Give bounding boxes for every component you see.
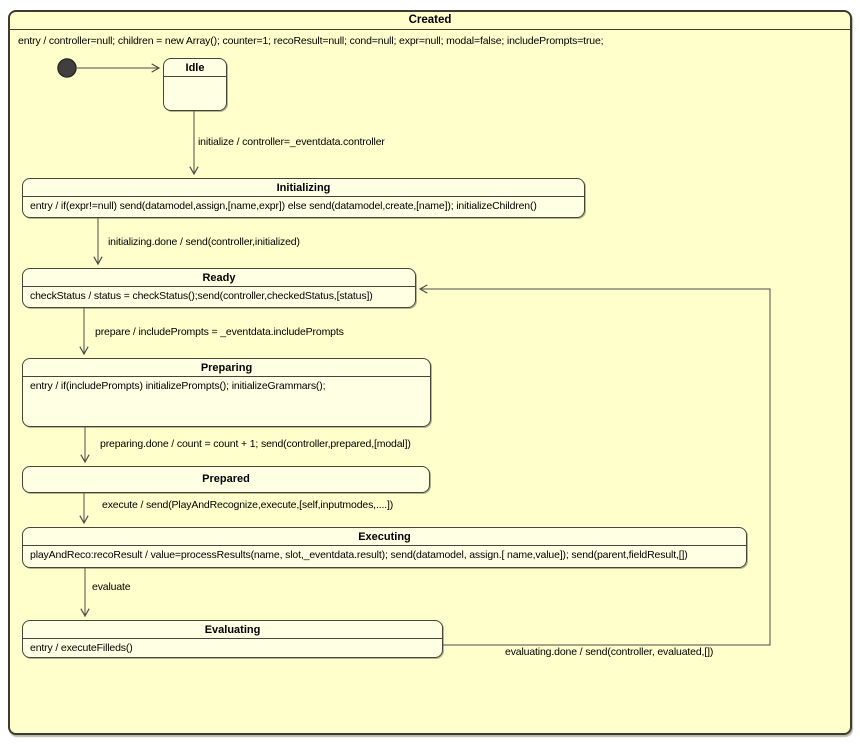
- state-preparing-body: entry / if(includePrompts) initializePro…: [30, 380, 326, 392]
- composite-state-entry-action: entry / controller=null; children = new …: [18, 35, 604, 47]
- transition-label-execute[interactable]: execute / send(PlayAndRecognize,execute,…: [102, 499, 394, 511]
- transition-label-preparing-done[interactable]: preparing.done / count = count + 1; send…: [100, 438, 411, 450]
- state-ready[interactable]: Ready checkStatus / status = checkStatus…: [22, 268, 416, 308]
- state-initializing[interactable]: Initializing entry / if(expr!=null) send…: [22, 178, 585, 218]
- transition-label-initializing-done[interactable]: initializing.done / send(controller,init…: [108, 236, 300, 248]
- state-idle[interactable]: Idle: [163, 58, 227, 111]
- state-evaluating[interactable]: Evaluating entry / executeFilleds(): [22, 620, 443, 658]
- transition-label-prepare[interactable]: prepare / includePrompts = _eventdata.in…: [95, 326, 344, 338]
- composite-state-title: Created: [10, 12, 850, 30]
- state-preparing-title: Preparing: [23, 359, 430, 377]
- transition-label-initialize[interactable]: initialize / controller=_eventdata.contr…: [198, 136, 385, 148]
- transition-label-evaluate[interactable]: evaluate: [92, 581, 131, 593]
- state-executing-title: Executing: [23, 528, 746, 546]
- state-initializing-title: Initializing: [23, 179, 584, 197]
- state-idle-body: [164, 77, 226, 80]
- state-ready-body: checkStatus / status = checkStatus();sen…: [30, 290, 373, 302]
- state-evaluating-body: entry / executeFilleds(): [30, 642, 133, 654]
- state-prepared-title: Prepared: [202, 473, 250, 485]
- state-idle-title: Idle: [164, 59, 226, 77]
- state-prepared[interactable]: Prepared: [22, 466, 430, 493]
- state-evaluating-title: Evaluating: [23, 621, 442, 639]
- state-preparing[interactable]: Preparing entry / if(includePrompts) ini…: [22, 358, 431, 427]
- transition-label-evaluating-done[interactable]: evaluating.done / send(controller, evalu…: [505, 646, 714, 658]
- state-ready-title: Ready: [23, 269, 415, 287]
- state-executing[interactable]: Executing playAndReco:recoResult / value…: [22, 527, 747, 568]
- state-executing-body: playAndReco:recoResult / value=processRe…: [30, 549, 688, 561]
- transition-evaluating-to-ready[interactable]: [418, 284, 771, 646]
- state-initializing-body: entry / if(expr!=null) send(datamodel,as…: [30, 200, 537, 212]
- initial-state-icon[interactable]: [57, 58, 77, 78]
